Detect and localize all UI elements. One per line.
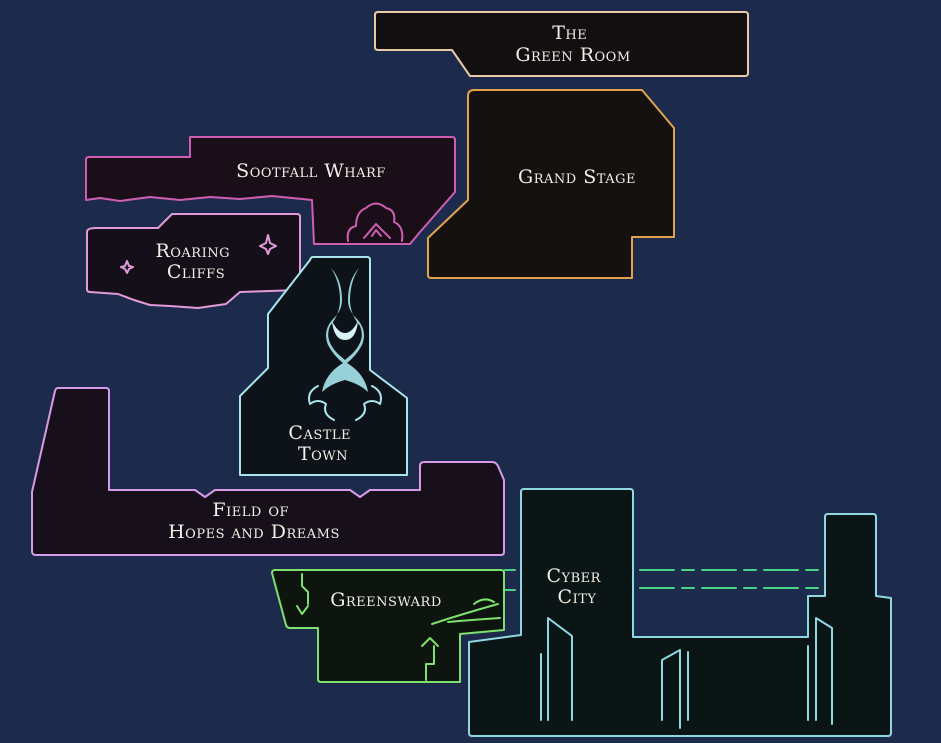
greensward-plug-icon [421,637,439,681]
region-green-room-label: The Green Room [515,22,630,66]
region-sootfall-wharf-shape [85,136,456,245]
region-cyber-city-label: Cyber City [547,565,608,608]
region-green-room-shape [374,11,749,77]
cyber-tower-left-icon [540,617,573,721]
region-field-of-hopes[interactable]: Field of Hopes and Dreams [31,387,505,556]
cyber-tower-right-icon [807,617,833,725]
castle-moon-icon [332,321,358,340]
region-castle-town-shape [239,256,408,476]
region-castle-town-label: Castle Town [288,422,357,465]
region-cyber-city-shape [468,488,892,737]
cliffs-star-icon [120,260,134,274]
greensward-circuit-left-icon [296,573,309,615]
cyber-tower-middle-icon [661,649,689,729]
region-castle-town[interactable]: Castle Town [239,256,408,476]
region-green-room[interactable]: The Green Room [374,11,749,77]
region-grand-stage-shape [427,89,675,279]
region-roaring-cliffs-shape [86,213,301,309]
greensward-rail-icon [431,598,501,625]
wharf-peak-icon [363,223,391,239]
region-sootfall-wharf[interactable]: Sootfall Wharf [85,136,456,245]
wharf-cloud-icon [346,202,404,242]
greensward-cyber-connector [504,569,521,591]
region-roaring-cliffs[interactable]: Roaring Cliffs [86,213,301,309]
region-greensward-shape [271,569,505,683]
castle-emblem-icon [322,268,368,392]
region-cyber-city[interactable]: Cyber City [468,488,892,737]
region-greensward[interactable]: Greensward [271,569,505,683]
cliffs-spark-icon [259,234,277,255]
region-greensward-label: Greensward [330,589,442,611]
region-roaring-cliffs-label: Roaring Cliffs [155,240,236,283]
castle-wing-left-icon [308,385,335,421]
region-field-of-hopes-label: Field of Hopes and Dreams [168,499,340,543]
region-grand-stage[interactable]: Grand Stage [427,89,675,279]
region-sootfall-wharf-label: Sootfall Wharf [236,160,386,182]
castle-wing-right-icon [355,385,382,421]
region-field-of-hopes-shape [31,387,505,556]
region-grand-stage-label: Grand Stage [518,166,636,188]
